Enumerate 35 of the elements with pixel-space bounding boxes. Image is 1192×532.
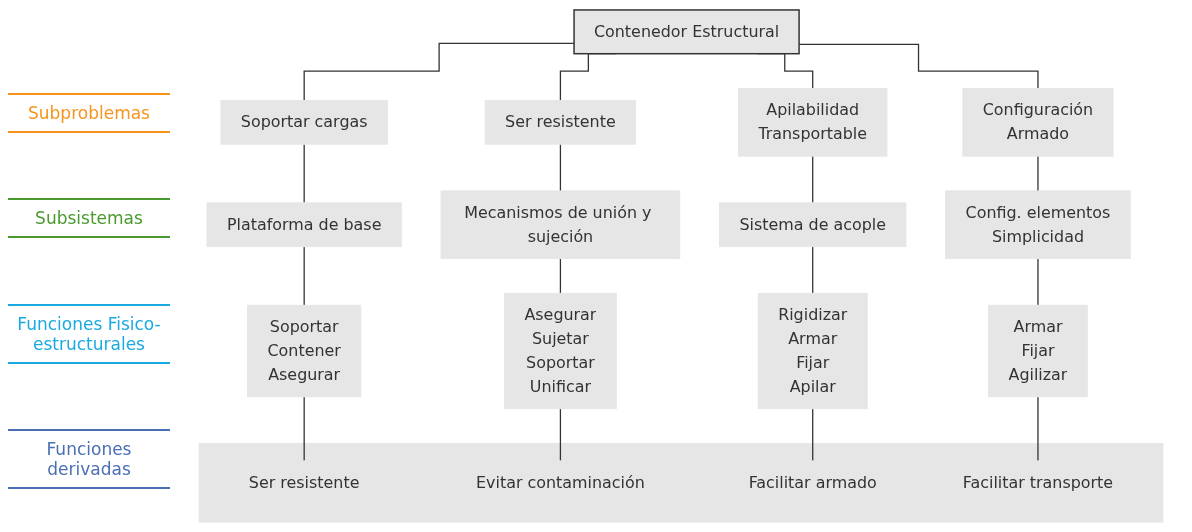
connector [812, 408, 814, 462]
node-box: Configuración Armado [962, 88, 1114, 157]
connector [1037, 257, 1039, 306]
row-label: Funciones Fisico-estructurales [8, 303, 170, 364]
node-box: Apilabilidad Transportable [737, 88, 888, 157]
connector [559, 143, 562, 192]
node-box: Plataforma de base [206, 202, 402, 248]
node-box: Armar Fijar Agilizar [988, 304, 1088, 398]
node-box: Soportar Contener Asegurar [247, 304, 362, 398]
node-box: Contenedor Estructural [573, 9, 800, 55]
node-text: Facilitar armado [748, 472, 877, 492]
node-text: Ser resistente [248, 472, 360, 492]
node-box: Mecanismos de unión y sujeción [440, 190, 681, 260]
connector [303, 245, 305, 306]
connector [812, 245, 814, 294]
node-box: Soportar cargas [220, 99, 388, 145]
connector [559, 257, 562, 294]
node-text: Evitar contaminación [476, 472, 645, 492]
connector [812, 155, 814, 204]
node-box: Ser resistente [484, 99, 637, 145]
node-box: Sistema de acople [719, 202, 907, 248]
connector [559, 408, 562, 462]
row-label: Subsistemas [8, 198, 170, 239]
node-box: Asegurar Sujetar Soportar Unificar [504, 292, 617, 410]
connector [303, 143, 305, 204]
row-label: Subproblemas [8, 92, 170, 133]
connector [1037, 396, 1039, 462]
cluster [198, 443, 1164, 523]
node-text: Facilitar transporte [962, 472, 1114, 492]
connector [1037, 155, 1039, 192]
node-box: Rigidizar Armar Fijar Apilar [757, 292, 868, 410]
node-box: Config. elementos Simplicidad [945, 190, 1131, 260]
connector [303, 396, 305, 462]
connector [303, 42, 575, 102]
row-label: Funciones derivadas [8, 429, 170, 490]
